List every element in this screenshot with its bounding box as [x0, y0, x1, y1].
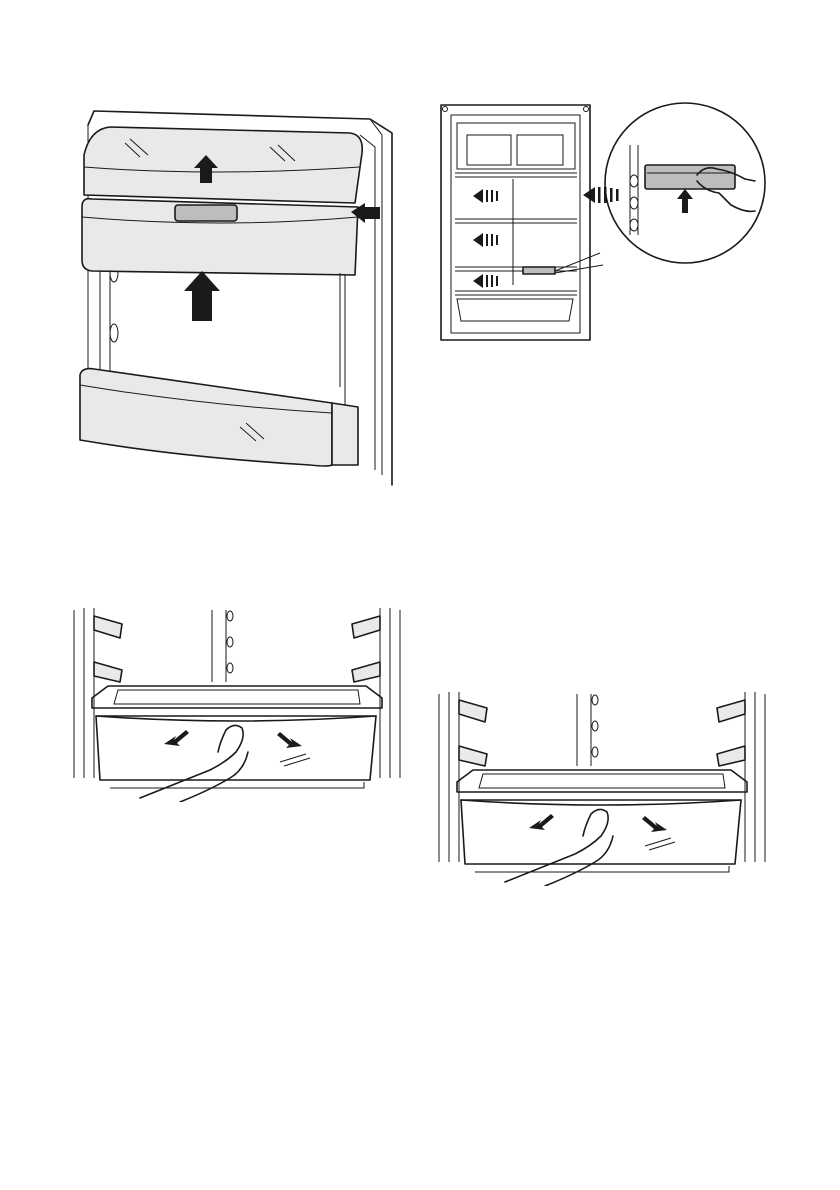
- drawer-cover: [92, 686, 382, 708]
- door-balcony-illustration: [70, 95, 410, 490]
- figure-door-balcony: [70, 95, 410, 490]
- arrow-left-icon: [473, 233, 498, 247]
- arrow-down-left-icon: [164, 730, 189, 746]
- figure-drawer-right: [435, 686, 770, 886]
- bottom-balcony: [80, 369, 332, 466]
- drawer-right-illustration: [435, 686, 770, 886]
- drawer-left-illustration: [70, 602, 405, 802]
- shelf-tab-detail: [645, 165, 735, 189]
- arrow-left-icon: [583, 187, 619, 203]
- balcony-handle: [175, 205, 237, 221]
- arrow-down-right-icon: [642, 816, 667, 832]
- arrow-left-icon: [473, 274, 498, 288]
- hand-icon: [140, 725, 248, 802]
- upper-balcony: [84, 127, 362, 203]
- shelf-tab: [523, 267, 555, 274]
- shelf-adjust-illustration: [435, 95, 770, 345]
- arrow-up-icon: [184, 271, 220, 321]
- figure-drawer-left: [70, 602, 405, 802]
- rail-slot: [110, 324, 118, 342]
- figure-shelf-adjust: [435, 95, 770, 345]
- arrow-up-icon: [677, 189, 693, 213]
- arrow-down-right-icon: [277, 732, 302, 748]
- drawer-cover: [457, 770, 747, 792]
- hand-icon: [505, 809, 613, 886]
- arrow-down-left-icon: [529, 814, 554, 830]
- arrow-left-icon: [473, 189, 498, 203]
